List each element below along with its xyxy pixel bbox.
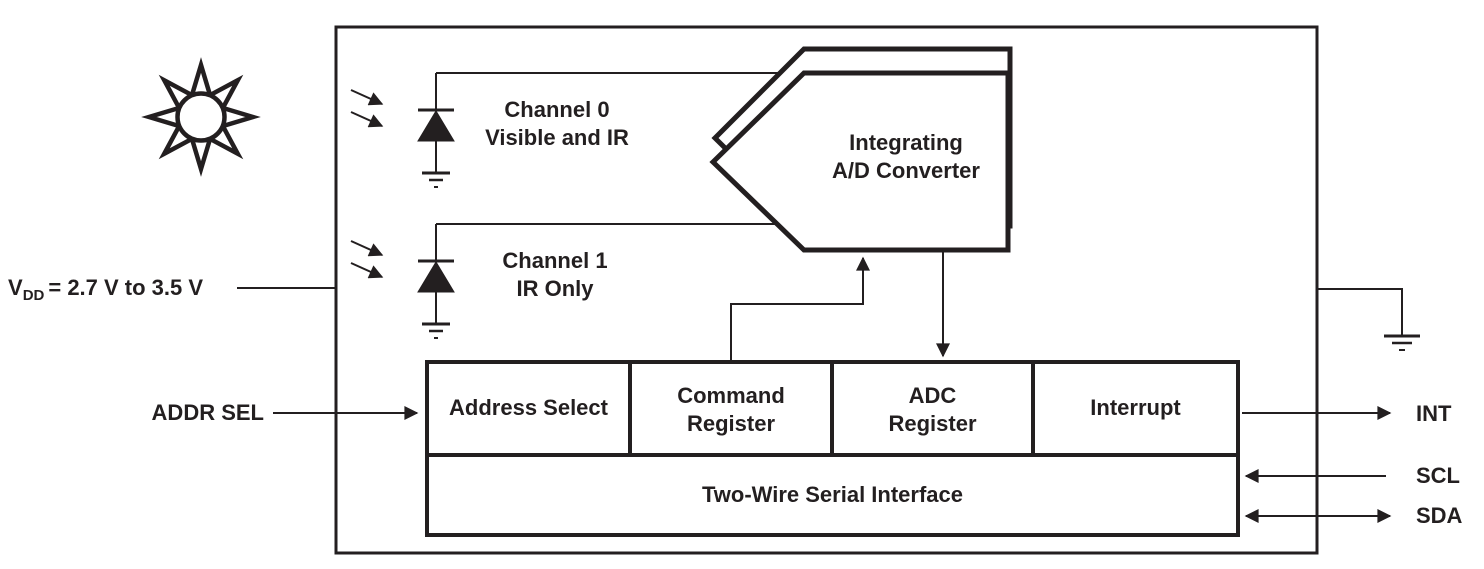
vdd-subscript: DD [22, 287, 45, 304]
pin-int-label: INT [1416, 401, 1452, 426]
ground-right-icon [1317, 288, 1420, 351]
channel1-name: Channel 1 [502, 248, 608, 273]
channel1-type: IR Only [516, 276, 594, 301]
adc-converter-line1: Integrating [849, 130, 963, 155]
command-register-line2: Register [686, 411, 776, 436]
ground-ch0-icon [422, 171, 450, 188]
pin-scl-label: SCL [1416, 463, 1460, 488]
adc-converter-label: Integrating A/D Converter [806, 129, 1006, 185]
pin-sda-label: SDA [1416, 503, 1463, 528]
vdd-symbol: V [8, 275, 23, 300]
photodiode-ch0-icon [417, 73, 455, 173]
vdd-label: VDD= 2.7 V to 3.5 V [8, 274, 203, 305]
adc-register-line2: Register [888, 411, 977, 436]
adc-register-label: ADC Register [833, 382, 1032, 438]
command-register-line1: Command [677, 383, 785, 408]
adc-register-line1: ADC [908, 383, 957, 408]
adc-converter-line2: A/D Converter [832, 158, 980, 183]
sun-icon [141, 57, 261, 177]
vdd-value: = 2.7 V to 3.5 V [48, 275, 204, 300]
channel0-name: Channel 0 [504, 97, 610, 122]
command-register-label: Command Register [631, 382, 831, 438]
channel1-label: Channel 1 IR Only [455, 247, 655, 303]
register-blocks [425, 360, 1240, 537]
light-arrows-ch1-icon [350, 240, 384, 279]
addr-sel-label: ADDR SEL [151, 400, 264, 425]
channel0-label: Channel 0 Visible and IR [457, 96, 657, 152]
serial-interface-label: Two-Wire Serial Interface [701, 482, 964, 507]
command-to-adc-wire [730, 256, 870, 360]
photodiode-ch1-icon [417, 224, 455, 324]
adc-converter-shape [709, 46, 1013, 253]
address-select-label: Address Select [449, 395, 608, 420]
interrupt-label: Interrupt [1090, 395, 1181, 420]
channel0-type: Visible and IR [485, 125, 629, 150]
light-arrows-ch0-icon [350, 89, 384, 128]
ground-ch1-icon [422, 322, 450, 339]
